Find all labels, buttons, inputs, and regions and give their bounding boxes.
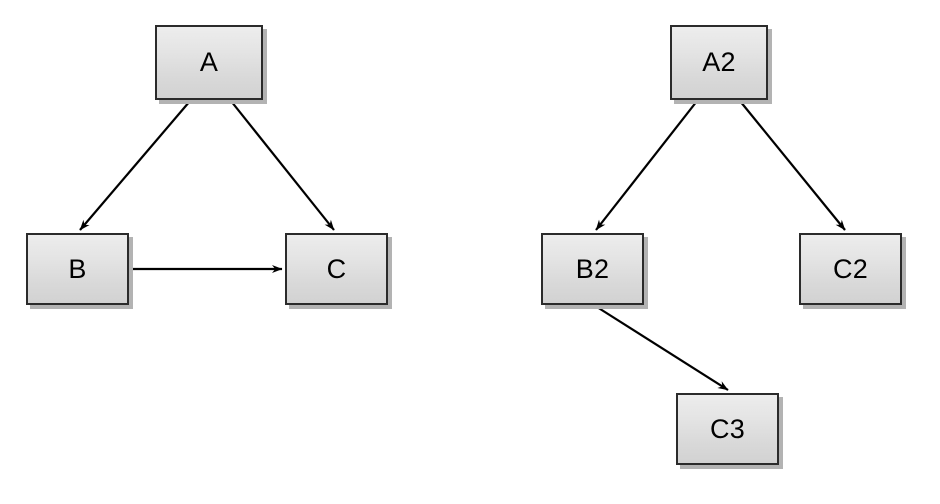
node-b[interactable]: B <box>26 233 129 305</box>
node-c[interactable]: C <box>285 233 388 305</box>
edge-a-to-b <box>79 100 191 231</box>
node-label-a2: A2 <box>702 47 736 77</box>
node-b2[interactable]: B2 <box>541 233 644 305</box>
node-label-c2: C2 <box>833 253 868 284</box>
node-label-c3: C3 <box>710 413 745 444</box>
node-label-a: A <box>199 47 219 77</box>
edge-b2-to-c3 <box>596 306 729 391</box>
node-c3[interactable]: C3 <box>676 393 779 465</box>
node-a[interactable]: A <box>155 25 263 100</box>
node-label-b2: B2 <box>575 253 610 284</box>
node-a2[interactable]: A2 <box>670 25 768 100</box>
node-label-b: B <box>68 253 87 284</box>
edge-a2-to-c2 <box>739 100 846 231</box>
node-c2[interactable]: C2 <box>799 233 902 305</box>
edge-a2-to-b2 <box>595 100 698 231</box>
node-label-c: C <box>326 253 347 284</box>
edge-a-to-c <box>230 100 335 231</box>
